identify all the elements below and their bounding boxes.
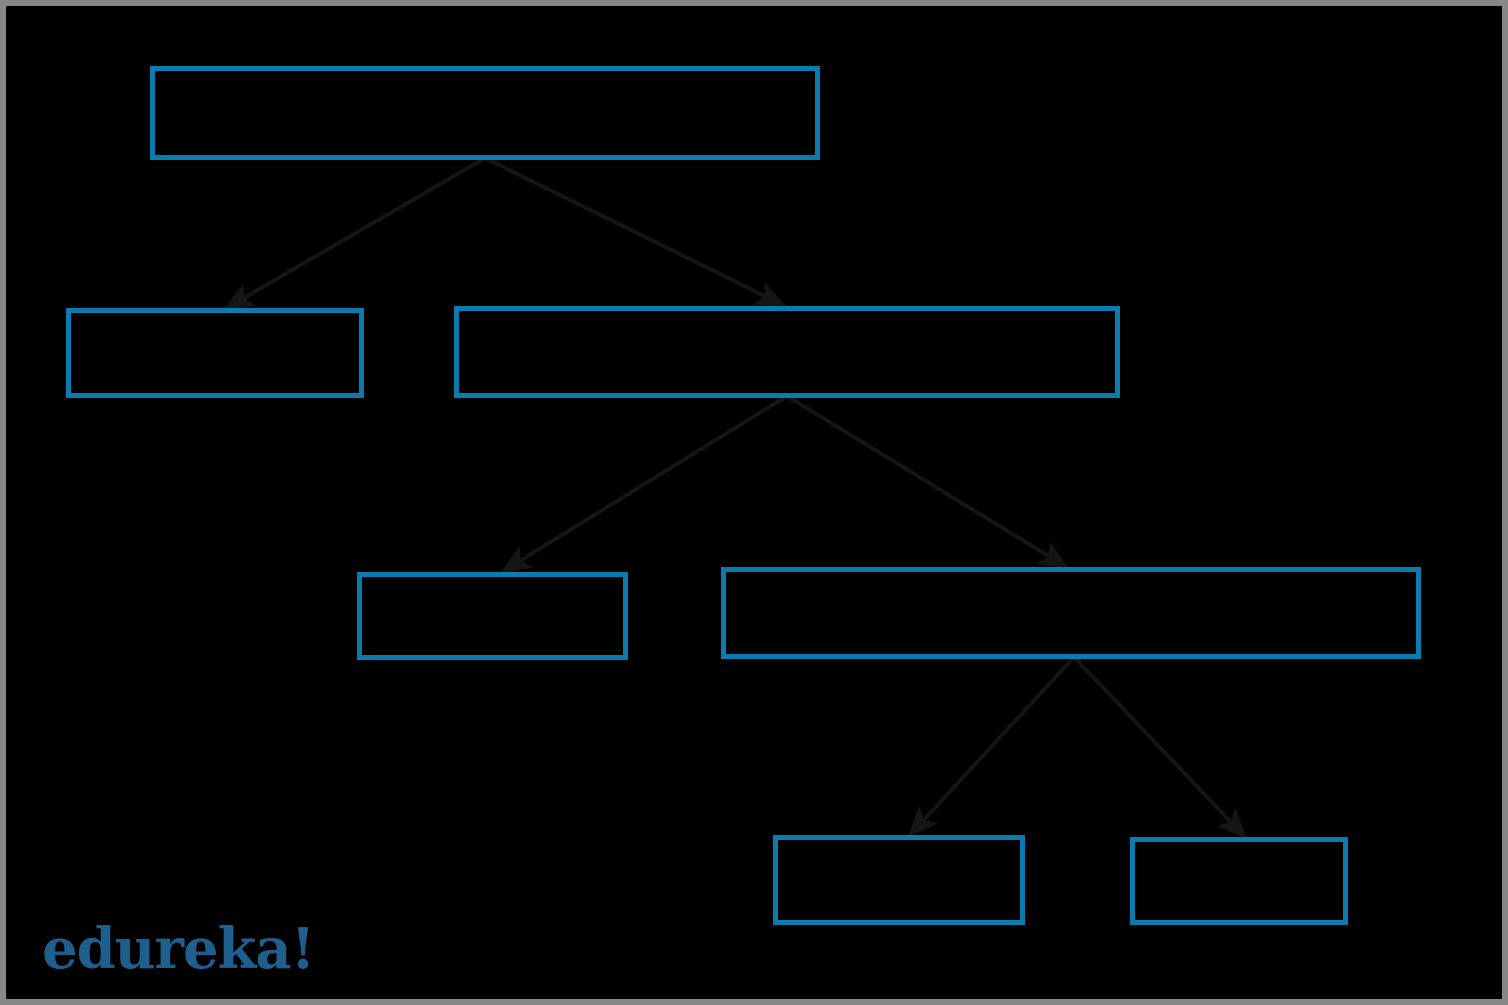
tree-edge xyxy=(484,156,787,308)
tree-edge xyxy=(907,655,1076,838)
tree-node-level4-right[interactable] xyxy=(1130,837,1348,925)
tree-node-level2-left[interactable] xyxy=(66,308,364,398)
edureka-logo: edureka! xyxy=(42,916,315,982)
tree-edge xyxy=(1072,655,1248,840)
tree-node-level3-right[interactable] xyxy=(721,567,1421,659)
tree-node-level4-left[interactable] xyxy=(773,835,1025,925)
tree-edge xyxy=(223,156,487,311)
diagram-canvas: edureka! xyxy=(6,6,1502,999)
tree-node-level2-right[interactable] xyxy=(454,306,1120,398)
tree-node-level3-left[interactable] xyxy=(357,572,628,660)
tree-edge xyxy=(500,394,789,574)
tree-node-root[interactable] xyxy=(150,66,820,160)
tree-edge xyxy=(785,394,1070,570)
